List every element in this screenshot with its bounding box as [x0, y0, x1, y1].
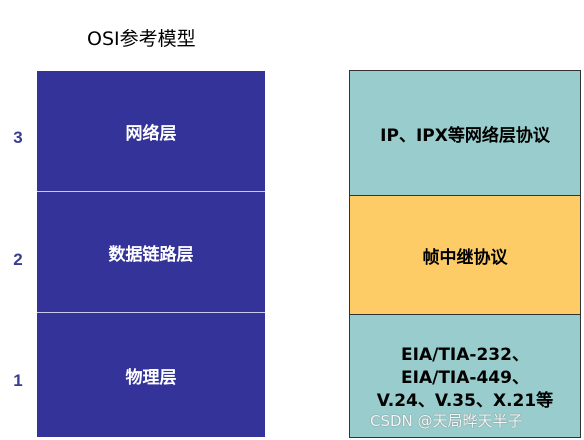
protocol-physical-line-1: EIA/TIA-232、	[401, 344, 529, 365]
protocol-box-physical: EIA/TIA-232、 EIA/TIA-449、 V.24、V.35、X.21…	[349, 314, 581, 438]
layer-number-2: 2	[13, 250, 23, 269]
osi-layer-datalink: 数据链路层	[37, 192, 265, 313]
osi-layer-physical: 物理层	[37, 313, 265, 437]
protocol-physical-line-3: V.24、V.35、X.21等	[376, 390, 554, 411]
protocol-datalink-label: 帧中继协议	[422, 247, 508, 268]
protocol-box-datalink: 帧中继协议	[349, 195, 581, 315]
protocol-network-label: IP、IPX等网络层协议	[380, 125, 550, 146]
osi-layer-physical-label: 物理层	[125, 367, 177, 388]
diagram-title: OSI参考模型	[87, 28, 196, 50]
layer-number-1: 1	[13, 371, 23, 390]
osi-layer-network-label: 网络层	[125, 123, 177, 144]
layer-number-3: 3	[13, 128, 23, 147]
watermark-text: CSDN @天局晔天半子	[370, 412, 523, 430]
osi-layer-network: 网络层	[37, 71, 265, 192]
protocol-box-network: IP、IPX等网络层协议	[349, 70, 581, 196]
osi-layer-datalink-label: 数据链路层	[108, 244, 194, 265]
protocol-physical-line-2: EIA/TIA-449、	[401, 367, 529, 388]
